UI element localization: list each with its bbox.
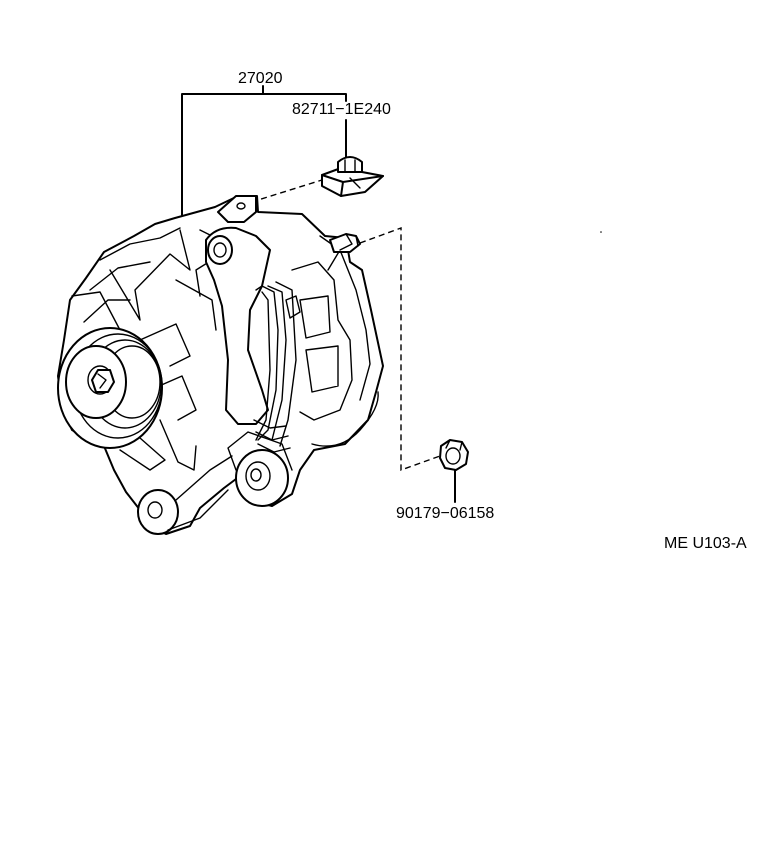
stray-dot	[600, 231, 602, 233]
pulley	[57, 327, 163, 449]
part-number-connector[interactable]: 82711−1E240	[292, 101, 391, 118]
diagram-code: ME U103-A	[664, 535, 747, 552]
dashed-line-nut	[359, 226, 441, 471]
nut-part[interactable]	[439, 439, 469, 471]
part-number-alternator[interactable]: 27020	[238, 70, 283, 87]
leader-alternator-bracket	[181, 85, 347, 216]
alternator-drawing[interactable]	[57, 195, 384, 535]
connector-part[interactable]	[321, 156, 384, 197]
part-number-nut[interactable]: 90179−06158	[396, 505, 494, 522]
